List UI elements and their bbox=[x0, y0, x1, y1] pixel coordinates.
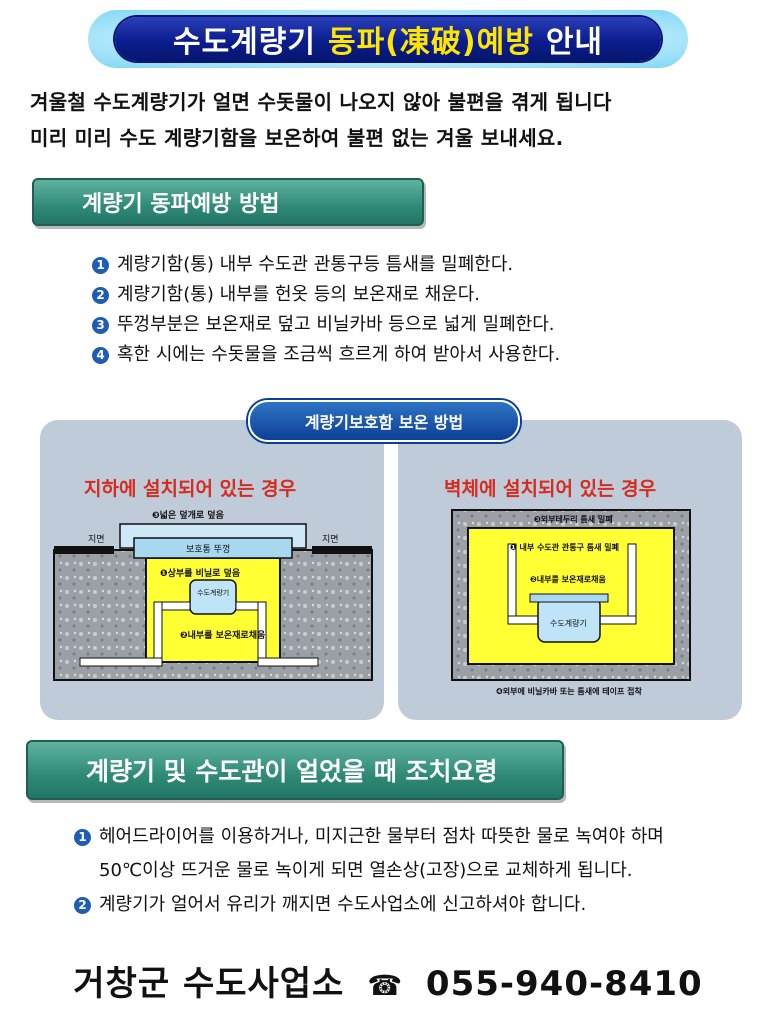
list-item: 1 헤어드라이어를 이용하거나, 미지근한 물부터 점차 따뜻한 물로 녹여야 하… bbox=[74, 820, 774, 854]
phone-icon: ☎ bbox=[367, 969, 404, 1002]
list-item: 2 계량기함(통) 내부를 헌옷 등의 보온재로 채운다. bbox=[92, 280, 772, 310]
step-number-badge: 3 bbox=[92, 316, 109, 334]
label-protection-lid: 보호통 뚜껑 bbox=[186, 545, 231, 555]
step-text: 계량기함(통) 내부를 헌옷 등의 보온재로 채운다. bbox=[117, 284, 481, 305]
label-ground-left: 지면 bbox=[88, 535, 105, 545]
step-number-badge: 1 bbox=[74, 828, 91, 846]
label-meter: 수도계량기 bbox=[197, 589, 230, 597]
frozen-header-label: 계량기 및 수도관이 얼었을 때 조치요령 bbox=[86, 757, 498, 786]
wall-case-title: 벽체에 설치되어 있는 경우 bbox=[444, 478, 657, 500]
intro-line-2: 미리 미리 수도 계량기함을 보온하여 불편 없는 겨울 보내세요. bbox=[30, 126, 564, 150]
step-text: 헤어드라이어를 이용하거나, 미지근한 물부터 점차 따뜻한 물로 녹여야 하며 bbox=[99, 826, 664, 847]
footer-contact: 거창군 수도사업소 ☎ 055-940-8410 bbox=[0, 956, 776, 1005]
prevention-header-label: 계량기 동파예방 방법 bbox=[82, 192, 280, 217]
label-ground-right: 지면 bbox=[322, 535, 339, 545]
title-highlight: 동파(凍破)예방 bbox=[327, 25, 534, 60]
label-inner-seal: ❶ 내부 수도관 관통구 틈새 밀폐 bbox=[510, 543, 620, 552]
page-title: 수도계량기 동파(凍破)예방 안내 bbox=[115, 17, 661, 61]
label-tape: ❹외부에 비닐카바 또는 틈새에 테이프 접착 bbox=[496, 687, 642, 696]
list-item: 2 계량기가 얼어서 유리가 깨지면 수도사업소에 신고하셔야 합니다. bbox=[74, 888, 774, 922]
intro-line-1: 겨울철 수도계량기가 얼면 수돗물이 나오지 않아 불편을 겪게 됩니다 bbox=[30, 90, 612, 114]
frozen-steps: 1 헤어드라이어를 이용하거나, 미지근한 물부터 점차 따뜻한 물로 녹여야 하… bbox=[74, 820, 774, 922]
label-fill: ❷내부를 보온재로채움 bbox=[530, 575, 606, 584]
title-part1: 수도계량기 bbox=[172, 25, 316, 60]
step-number-badge: 1 bbox=[92, 256, 109, 274]
underground-case-title: 지하에 설치되어 있는 경우 bbox=[84, 478, 297, 500]
list-item-continuation: 50℃이상 뜨거운 물로 녹이게 되면 열손상(고장)으로 교체하게 됩니다. bbox=[74, 854, 774, 888]
insulation-method-pill: 계량기보호함 보온 방법 bbox=[248, 400, 520, 442]
label-meter: 수도계량기 bbox=[550, 619, 587, 628]
label-top-vinyl: ❶상부를 비닐로 덮음 bbox=[160, 569, 241, 579]
step-text: 뚜껑부분은 보온재로 덮고 비닐카바 등으로 넓게 밀폐한다. bbox=[117, 314, 555, 335]
protection-lid bbox=[133, 537, 293, 559]
list-item: 4 혹한 시에는 수돗물을 조금씩 흐르게 하여 받아서 사용한다. bbox=[92, 340, 772, 370]
prevention-steps: 1 계량기함(통) 내부 수도관 관통구등 틈새를 밀폐한다. 2 계량기함(통) … bbox=[92, 250, 772, 370]
insulation-pill-label: 계량기보호함 보온 방법 bbox=[304, 413, 464, 432]
ground-line-left bbox=[54, 546, 114, 554]
label-wide-cover: ❸넓은 덮개로 덮음 bbox=[152, 511, 224, 521]
list-item: 1 계량기함(통) 내부 수도관 관통구등 틈새를 밀폐한다. bbox=[92, 250, 772, 280]
label-outer-gap: ❸외부테두리 틈새 밀폐 bbox=[534, 515, 613, 524]
ground-line-right bbox=[312, 546, 372, 554]
wall-diagram bbox=[451, 509, 691, 681]
step-text: 계량기가 얼어서 유리가 깨지면 수도사업소에 신고하셔야 합니다. bbox=[99, 894, 587, 915]
label-fill: ❷내부를 보온재로채움 bbox=[180, 631, 266, 641]
frozen-header: 계량기 및 수도관이 얼었을 때 조치요령 bbox=[26, 740, 564, 800]
step-text: 혹한 시에는 수돗물을 조금씩 흐르게 하여 받아서 사용한다. bbox=[117, 344, 561, 365]
step-number-badge: 4 bbox=[92, 346, 109, 364]
footer-org: 거창군 수도사업소 bbox=[73, 964, 345, 1004]
footer-phone: 055-940-8410 bbox=[425, 964, 703, 1004]
step-number-badge: 2 bbox=[74, 896, 91, 914]
water-meter-icon bbox=[189, 579, 237, 615]
step-text: 계량기함(통) 내부 수도관 관통구등 틈새를 밀폐한다. bbox=[117, 254, 514, 275]
prevention-header: 계량기 동파예방 방법 bbox=[32, 178, 424, 226]
step-text: 50℃이상 뜨거운 물로 녹이게 되면 열손상(고장)으로 교체하게 됩니다. bbox=[99, 860, 633, 881]
step-number-badge: 2 bbox=[92, 286, 109, 304]
list-item: 3 뚜껑부분은 보온재로 덮고 비닐카바 등으로 넓게 밀폐한다. bbox=[92, 310, 772, 340]
title-part3: 안내 bbox=[545, 25, 604, 60]
underground-diagram bbox=[53, 523, 373, 681]
